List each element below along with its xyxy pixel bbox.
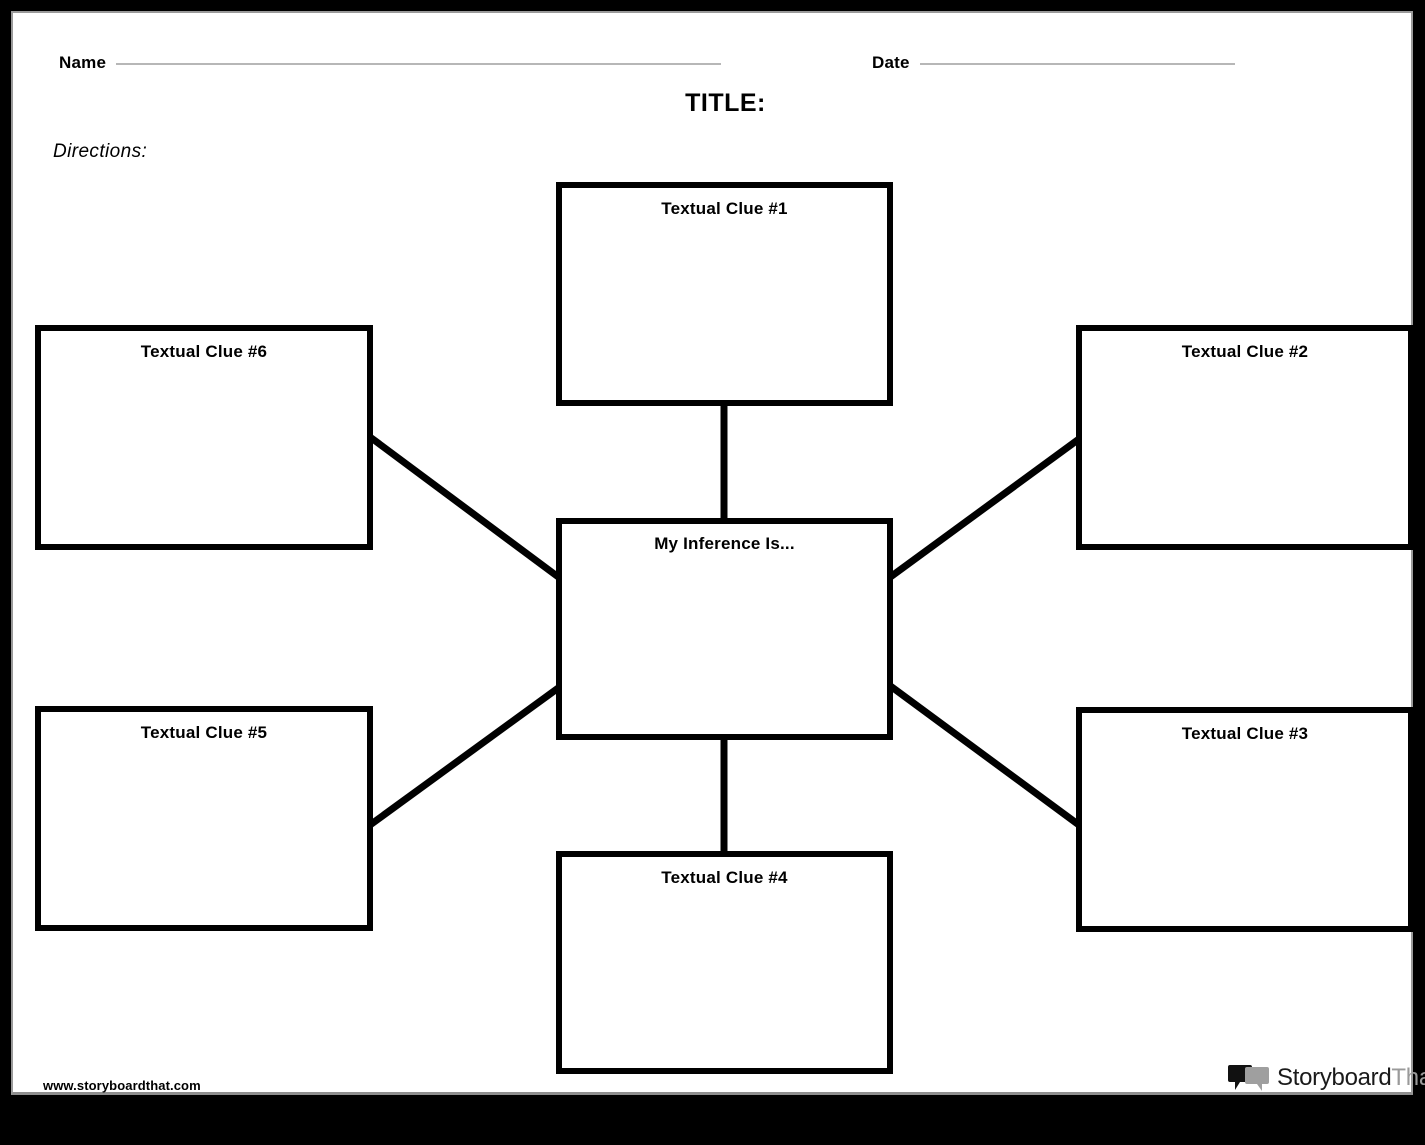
clue-box-5[interactable]: Textual Clue #5 (35, 706, 373, 931)
name-input-rule[interactable] (116, 63, 722, 65)
inference-box[interactable]: My Inference Is... (556, 518, 893, 740)
page-title: TITLE: (685, 89, 766, 117)
storyboardthat-logo: StoryboardThat (1228, 1063, 1425, 1093)
brand-word-primary: Storyboard (1277, 1064, 1392, 1091)
brand-word-secondary: That (1391, 1064, 1425, 1091)
date-input-rule[interactable] (919, 63, 1235, 65)
connector-center-clue3 (886, 682, 1082, 828)
directions-label: Directions: (53, 141, 148, 162)
connector-center-clue2 (886, 436, 1082, 581)
clue-box-3[interactable]: Textual Clue #3 (1076, 707, 1414, 932)
brand-wordmark: StoryboardThat (1277, 1064, 1425, 1092)
worksheet-sheet: Name Date TITLE: Directions: (11, 11, 1425, 1095)
clue-box-6[interactable]: Textual Clue #6 (35, 325, 373, 550)
footer-website-url: www.storyboardthat.com (43, 1078, 201, 1093)
connector-clue5-center (367, 683, 564, 828)
inference-box-label: My Inference Is... (654, 534, 795, 553)
clue-box-1-label: Textual Clue #1 (661, 199, 788, 218)
inference-web-diagram: Textual Clue #1 Textual Clue #2 Textual … (13, 13, 1425, 1145)
clue-box-2[interactable]: Textual Clue #2 (1076, 325, 1414, 550)
date-field[interactable]: Date (872, 53, 1235, 73)
speech-bubbles-icon (1228, 1063, 1270, 1093)
clue-box-4[interactable]: Textual Clue #4 (556, 851, 893, 1074)
clue-box-1[interactable]: Textual Clue #1 (556, 182, 893, 406)
clue-box-4-label: Textual Clue #4 (661, 868, 788, 887)
name-field[interactable]: Name (59, 53, 722, 73)
name-label: Name (59, 53, 107, 72)
clue-box-3-label: Textual Clue #3 (1181, 724, 1309, 743)
clue-box-6-label: Textual Clue #6 (140, 342, 268, 361)
date-label: Date (872, 53, 910, 72)
clue-box-5-label: Textual Clue #5 (140, 723, 268, 742)
clue-box-2-label: Textual Clue #2 (1181, 342, 1309, 361)
connector-clue6-center (367, 434, 564, 582)
